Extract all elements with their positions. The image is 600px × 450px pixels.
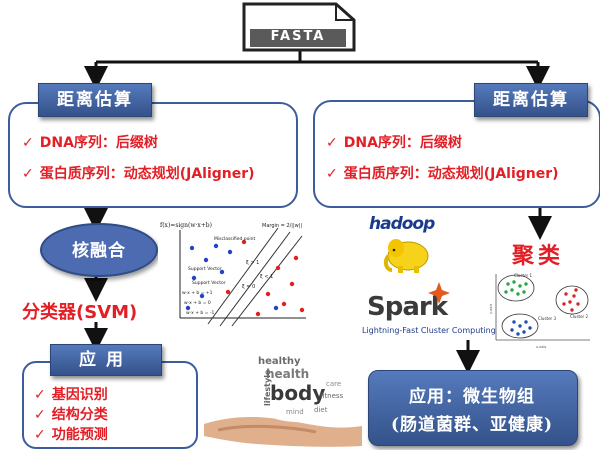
left-item-dna: ✓ DNA序列：后缀树 [22, 132, 158, 152]
app-item-function: ✓ 功能预测 [34, 424, 108, 444]
right-item-dna: ✓ DNA序列：后缀树 [326, 132, 462, 152]
left-distance-panel [8, 102, 298, 208]
cluster-1-label: Cluster 1 [514, 273, 532, 278]
word-healthy: healthy [258, 356, 301, 367]
left-item-dna-text: DNA序列：后缀树 [39, 135, 158, 151]
clustering-label: 聚类 [512, 243, 565, 269]
svm-support-vector-label-1: Support Vector [188, 266, 222, 272]
left-distance-header: 距离估算 [38, 83, 152, 117]
spark-star-icon [428, 282, 450, 304]
hadoop-elephant-icon [383, 239, 429, 273]
cluster-2-label: Cluster 2 [570, 314, 588, 319]
check-icon: ✓ [34, 427, 46, 443]
svm-formula: f(x)=sign(w·x+b) [160, 222, 212, 229]
svm-xi-lt1: ξ < 1 [260, 274, 273, 280]
check-icon: ✓ [34, 387, 46, 403]
right-app-line1: 应用：微生物组 [409, 387, 535, 407]
right-item-protein: ✓ 蛋白质序列：动态规划(JAligner) [326, 163, 559, 183]
left-item-protein: ✓ 蛋白质序列：动态规划(JAligner) [22, 163, 255, 183]
svm-plane-plus: w·x + b = +1 [182, 290, 213, 296]
word-lifestyle: lifestyle [263, 369, 272, 406]
fasta-file-icon [242, 2, 356, 52]
svm-xi-gt1: ξ > 1 [246, 260, 259, 266]
check-icon: ✓ [326, 135, 338, 151]
kernel-fusion-node [40, 223, 158, 277]
check-icon: ✓ [326, 166, 338, 182]
cluster-xlabel: x-axis [536, 345, 547, 349]
right-app-box [368, 370, 578, 446]
left-app-header: 应用 [50, 344, 162, 376]
fasta-label: FASTA [270, 29, 326, 44]
app-item-gene-text: 基因识别 [51, 387, 108, 403]
kernel-fusion-label: 核融合 [72, 241, 126, 261]
cluster-3-label: Cluster 3 [538, 316, 556, 321]
svm-support-vector-label-2: Support Vector [192, 280, 226, 286]
svm-margin-label: Margin = 2/||w|| [262, 223, 302, 229]
hadoop-logo-text: hadoop [369, 214, 435, 234]
cluster-ylabel: y-axis [489, 304, 493, 314]
app-item-gene: ✓ 基因识别 [34, 384, 108, 404]
app-item-function-text: 功能预测 [51, 427, 108, 443]
app-item-structure-text: 结构分类 [51, 407, 108, 423]
word-health: health [266, 367, 309, 381]
left-item-protein-text: 蛋白质序列：动态规划(JAligner) [39, 166, 255, 182]
word-fitness: fitness [320, 392, 344, 400]
classifier-label: 分类器(SVM) [22, 302, 138, 323]
right-item-dna-text: DNA序列：后缀树 [343, 135, 462, 151]
cluster-scatter-figure: Cluster 1 Cluster 2 Cluster 3 x-axis y-a… [489, 273, 590, 349]
check-icon: ✓ [22, 166, 34, 182]
word-diet: diet [314, 406, 328, 414]
app-item-structure: ✓ 结构分类 [34, 404, 108, 424]
right-app-line2: (肠道菌群、亚健康) [390, 415, 554, 435]
right-distance-panel [313, 100, 600, 208]
health-word-cloud-image: healthy health body lifestyle diet care … [204, 356, 362, 447]
check-icon: ✓ [34, 407, 46, 423]
svm-plane-zero: w·x + b = 0 [184, 300, 211, 306]
word-body: body [270, 381, 325, 405]
spark-logo-text: Spark [367, 292, 448, 322]
svm-plane-minus: w·x + b = -1 [186, 310, 215, 316]
spark-tagline: Lightning-Fast Cluster Computing [362, 326, 496, 335]
svm-misclassified-label: Misclassified point [214, 236, 256, 242]
right-distance-header: 距离估算 [474, 83, 588, 117]
check-icon: ✓ [22, 135, 34, 151]
svm-xi-0: ξ = 0 [242, 284, 255, 290]
right-item-protein-text: 蛋白质序列：动态规划(JAligner) [343, 166, 559, 182]
svm-margin-figure: f(x)=sign(w·x+b) Margin = 2/||w|| Miscla… [158, 218, 308, 330]
word-mind: mind [286, 408, 304, 416]
word-care: care [326, 380, 341, 388]
